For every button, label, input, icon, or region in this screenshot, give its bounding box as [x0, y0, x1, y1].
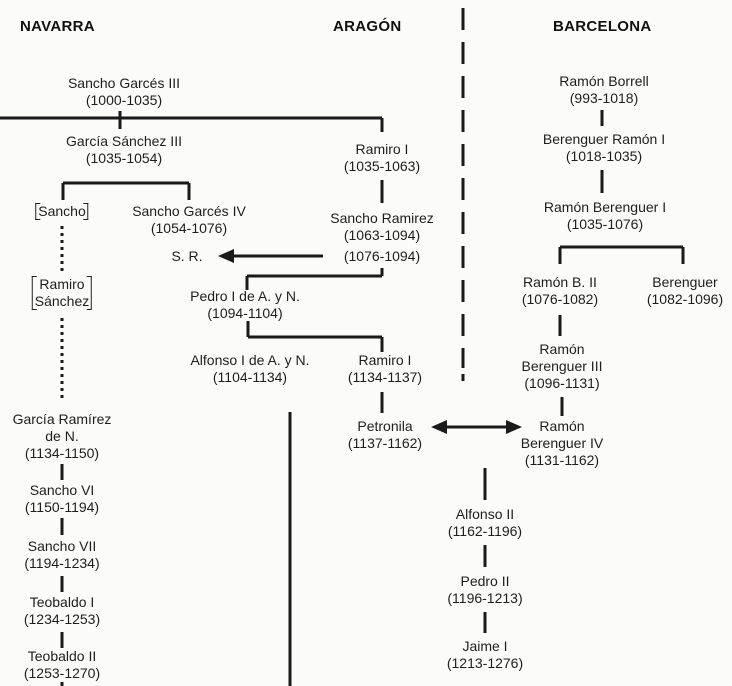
dates: (1035-1063): [343, 158, 421, 174]
node-alfonso-ii: Alfonso II (1162-1196): [448, 506, 522, 540]
name: Petronila: [357, 418, 413, 434]
dates: (1194-1234): [24, 555, 100, 571]
line2: Berenguer III: [521, 358, 603, 374]
node-garcia-sanchez-iii: García Sánchez III (1035-1054): [66, 133, 182, 167]
header-barcelona: BARCELONA: [553, 18, 652, 35]
dates: (1131-1162): [524, 452, 600, 468]
header-aragon: ARAGÓN: [333, 18, 402, 35]
dates: (1134-1137): [347, 369, 423, 385]
name: Sancho VI: [29, 482, 95, 498]
dates: (1253-1270): [23, 665, 101, 681]
name: Sancho Ramirez: [330, 210, 434, 226]
name: Ramón Berenguer I: [543, 199, 667, 215]
name: Ramón Borrell: [559, 73, 649, 89]
node-sancho-vii: Sancho VII (1194-1234): [24, 538, 99, 572]
node-ramiro-i: Ramiro I (1035-1063): [344, 141, 420, 175]
name: Teobaldo I: [29, 594, 95, 610]
node-sancho-bracket: Sancho: [35, 203, 90, 220]
name: Pedro I de A. y N.: [190, 288, 300, 304]
node-petronila: Petronila (1137-1162): [348, 418, 422, 452]
marriage-arrow-left-head: [431, 420, 447, 434]
node-ramiro-sanchez: Ramiro Sánchez: [31, 276, 93, 310]
line2: Sánchez: [34, 293, 90, 309]
name: Ramiro I: [358, 352, 412, 368]
name: Ramiro I: [355, 141, 409, 157]
node-teobaldo-i: Teobaldo I (1234-1253): [24, 594, 100, 628]
dates: (993-1018): [569, 90, 639, 106]
node-teobaldo-ii: Teobaldo II (1253-1270): [24, 648, 100, 682]
sr-arrow-head: [218, 249, 234, 263]
dates: (1096-1131): [524, 375, 600, 391]
node-jaime-i: Jaime I (1213-1276): [447, 638, 523, 672]
node-garcia-ramirez: García Ramírez de N. (1134-1150): [13, 411, 112, 462]
node-sr: S. R.: [171, 248, 202, 265]
name: Jaime I: [462, 638, 508, 654]
line1: Ramón: [539, 341, 585, 357]
marriage-arrow-right-head: [506, 420, 522, 434]
dates: (1054-1076): [150, 220, 228, 236]
dates: (1094-1104): [207, 305, 283, 321]
dates: (1063-1094): [343, 227, 421, 243]
dates: (1082-1096): [646, 291, 724, 307]
dates: (1000-1035): [85, 92, 163, 108]
node-ramiro-i-second: Ramiro I (1134-1137): [348, 352, 422, 386]
name: Sancho Garcés III: [67, 75, 181, 91]
dates: (1162-1196): [447, 523, 523, 539]
dates: (1035-1076): [566, 216, 644, 232]
name: Sancho: [35, 203, 90, 220]
line1: Ramiro: [39, 276, 85, 292]
name: Pedro II: [460, 573, 510, 589]
node-berenguer: Berenguer (1082-1096): [647, 274, 723, 308]
node-ramon-b-ii: Ramón B. II (1076-1082): [522, 274, 598, 308]
name: S. R.: [171, 248, 203, 264]
name: Sancho Garcés IV: [132, 203, 246, 219]
header-navarra: NAVARRA: [20, 18, 95, 35]
node-alfonso-i: Alfonso I de A. y N. (1104-1134): [190, 352, 309, 386]
ramiro-sanchez-bracket: Ramiro Sánchez: [31, 276, 93, 310]
node-sancho-garces-iv: Sancho Garcés IV (1054-1076): [132, 203, 246, 237]
name: Alfonso II: [455, 506, 515, 522]
line1: García Ramírez: [12, 411, 112, 427]
dates: (1104-1134): [212, 369, 288, 385]
name: Berenguer Ramón I: [542, 131, 666, 147]
dates: (1150-1194): [24, 499, 100, 515]
line2: de N.: [45, 428, 79, 444]
name: Ramón B. II: [523, 274, 597, 290]
dates: (1076-1082): [521, 291, 599, 307]
dates: (1035-1054): [85, 150, 163, 166]
node-ramon-berenguer-iv: Ramón Berenguer IV (1131-1162): [521, 418, 604, 469]
dates: (1234-1253): [23, 611, 101, 627]
node-sancho-ramirez: Sancho Ramirez (1063-1094) (1076-1094): [330, 210, 434, 265]
name: Teobaldo II: [27, 648, 97, 664]
dates: (1134-1150): [24, 445, 100, 461]
node-sancho-garces-iii: Sancho Garcés III (1000-1035): [68, 75, 180, 109]
node-pedro-ii: Pedro II (1196-1213): [447, 573, 522, 607]
dates2: (1076-1094): [343, 248, 421, 264]
node-berenguer-ramon-i: Berenguer Ramón I (1018-1035): [543, 131, 665, 165]
dates: (1213-1276): [446, 655, 524, 671]
node-sancho-vi: Sancho VI (1150-1194): [25, 482, 99, 516]
node-ramon-borrell: Ramón Borrell (993-1018): [559, 73, 648, 107]
line1: Ramón: [539, 418, 585, 434]
name: Berenguer: [652, 274, 718, 290]
dates: (1196-1213): [447, 590, 523, 606]
name: Alfonso I de A. y N.: [190, 352, 310, 368]
name: Sancho VII: [27, 538, 97, 554]
dates: (1137-1162): [347, 435, 423, 451]
dates: (1018-1035): [565, 148, 643, 164]
node-ramon-berenguer-iii: Ramón Berenguer III (1096-1131): [522, 341, 603, 392]
node-pedro-i: Pedro I de A. y N. (1094-1104): [190, 288, 300, 322]
node-ramon-berenguer-i: Ramón Berenguer I (1035-1076): [544, 199, 666, 233]
name: García Sánchez III: [66, 133, 182, 149]
line2: Berenguer IV: [520, 435, 604, 451]
